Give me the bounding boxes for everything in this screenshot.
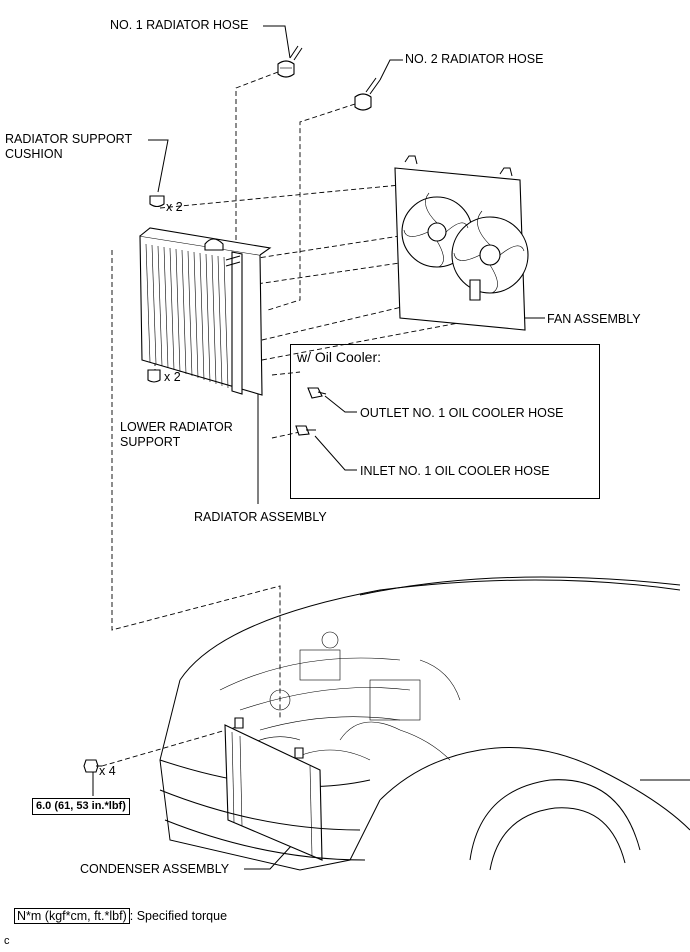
label-radiator-assembly: RADIATOR ASSEMBLY [194, 510, 327, 524]
label-no2-radiator-hose: NO. 2 RADIATOR HOSE [405, 52, 544, 66]
no2-radiator-hose-part [354, 77, 381, 111]
label-no1-radiator-hose: NO. 1 RADIATOR HOSE [110, 18, 249, 32]
label-radiator-support-cushion: RADIATOR SUPPORT CUSHION [5, 132, 132, 161]
label-lower-radiator-support: LOWER RADIATOR SUPPORT [120, 420, 233, 449]
oil-cooler-title: w/ Oil Cooler: [297, 349, 382, 365]
oil-cooler-box: w/ Oil Cooler: [290, 344, 600, 499]
corner-mark: c [4, 935, 10, 947]
label-outlet-oil-cooler-hose: OUTLET NO. 1 OIL COOLER HOSE [360, 406, 564, 420]
torque-spec: 6.0 (61, 53 in.*lbf) [32, 798, 130, 815]
label-qty-cushion: x 2 [166, 200, 183, 214]
vehicle-front-end [159, 576, 690, 871]
inlet-oil-cooler-hose-part [295, 425, 316, 436]
label-qty-bolt: x 4 [99, 764, 116, 778]
label-inlet-oil-cooler-hose: INLET NO. 1 OIL COOLER HOSE [360, 464, 550, 478]
label-qty-lower-support: x 2 [164, 370, 181, 384]
lower-radiator-support-part [147, 369, 161, 383]
torque-legend: N*m (kgf*cm, ft.*lbf): Specified torque [14, 908, 228, 924]
bolt-part [83, 759, 102, 773]
outlet-oil-cooler-hose-part [307, 387, 327, 399]
no1-radiator-hose-part [277, 45, 303, 78]
fan-shroud [394, 155, 529, 331]
legend-description: : Specified torque [129, 909, 228, 923]
radiator-support-cushion-part [149, 195, 165, 208]
label-condenser-assembly: CONDENSER ASSEMBLY [80, 862, 230, 876]
legend-unit-box: N*m (kgf*cm, ft.*lbf) [14, 908, 130, 924]
radiator-core [139, 227, 272, 396]
label-fan-assembly: FAN ASSEMBLY [547, 312, 641, 326]
